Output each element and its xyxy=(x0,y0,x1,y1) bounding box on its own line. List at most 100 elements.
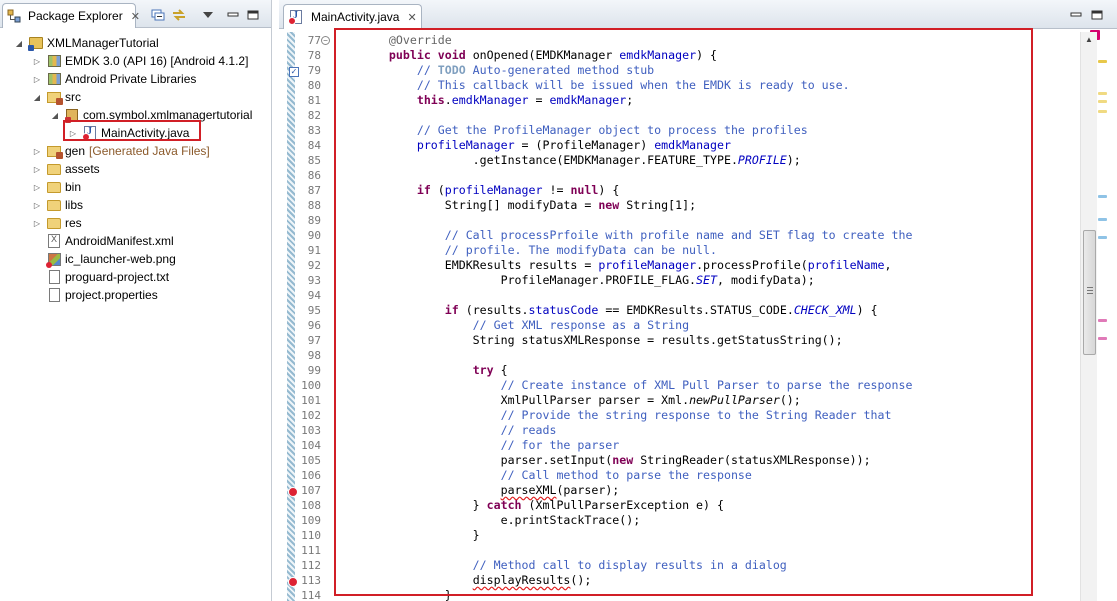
code-line: e.printStackTrace(); xyxy=(361,513,641,527)
expand-arrow-icon[interactable]: ◢ xyxy=(15,38,23,48)
collapse-all-icon[interactable] xyxy=(150,8,166,22)
collapse-arrow-icon[interactable]: ▷ xyxy=(33,146,41,156)
code-line: // This callback will be issued when the… xyxy=(361,78,850,92)
tree-item-label: proguard-project.txt xyxy=(65,270,170,284)
tree-item-res[interactable]: ▷ res xyxy=(32,214,82,232)
java-file-icon xyxy=(288,9,304,25)
collapse-arrow-icon[interactable]: ▷ xyxy=(33,74,41,84)
expand-arrow-icon[interactable]: ◢ xyxy=(33,92,41,102)
overview-error-marker[interactable] xyxy=(1098,319,1107,322)
tab-package-explorer-label: Package Explorer xyxy=(28,9,123,23)
link-with-editor-icon[interactable] xyxy=(171,8,187,22)
library-icon xyxy=(46,53,62,69)
code-line: } xyxy=(361,528,480,542)
source-folder-icon xyxy=(46,89,63,105)
code-line: // Create instance of XML Pull Parser to… xyxy=(361,378,913,392)
java-file-icon xyxy=(82,125,98,141)
line-number: 97 xyxy=(307,334,321,347)
scroll-thumb[interactable] xyxy=(1083,230,1096,355)
line-number: 79 xyxy=(307,64,321,77)
line-number: 81 xyxy=(307,94,321,107)
line-number: 113 xyxy=(301,574,321,587)
code-line: // reads xyxy=(361,423,557,437)
tab-main-activity[interactable]: MainActivity.java ✕ xyxy=(283,4,422,29)
error-marker-icon[interactable] xyxy=(288,577,298,587)
line-number: 114 xyxy=(301,589,321,601)
close-icon[interactable]: ✕ xyxy=(407,11,417,24)
overview-task-marker[interactable] xyxy=(1098,60,1107,63)
maximize-icon[interactable] xyxy=(1091,10,1103,20)
tree-item-label: libs xyxy=(65,198,84,212)
line-number: 108 xyxy=(301,499,321,512)
folder-icon xyxy=(46,161,62,177)
tree-item-gen[interactable]: ▷ gen [Generated Java Files] xyxy=(32,142,210,160)
overview-info-marker[interactable] xyxy=(1098,236,1107,239)
tree-item-manifest[interactable]: AndroidManifest.xml xyxy=(46,232,174,250)
collapse-arrow-icon[interactable]: ▷ xyxy=(33,200,41,210)
expand-arrow-icon[interactable]: ◢ xyxy=(51,110,59,120)
error-marker-icon[interactable] xyxy=(288,487,298,497)
task-marker-icon[interactable]: ✓ xyxy=(289,67,299,77)
text-file-icon xyxy=(46,287,62,303)
line-number: 88 xyxy=(307,199,321,212)
overview-occurrence-marker[interactable] xyxy=(1098,92,1107,95)
line-number: 89 xyxy=(307,214,321,227)
line-number: 96 xyxy=(307,319,321,332)
code-line: profileManager = (ProfileManager) emdkMa… xyxy=(416,138,731,152)
tree-item-private-libraries[interactable]: ▷ Android Private Libraries xyxy=(32,70,196,88)
tree-item-project-properties[interactable]: project.properties xyxy=(46,286,158,304)
line-number: 110 xyxy=(301,529,321,542)
code-line: // Get the ProfileManager object to proc… xyxy=(361,123,808,137)
tree-item-launcher-png[interactable]: ic_launcher-web.png xyxy=(45,250,176,268)
tree-item-label: src xyxy=(65,90,81,104)
overview-occurrence-marker[interactable] xyxy=(1098,110,1107,113)
vertical-scrollbar[interactable]: ▲ xyxy=(1080,32,1097,601)
tree-item-label: project.properties xyxy=(65,288,158,302)
overview-error-marker[interactable] xyxy=(1098,337,1107,340)
collapse-arrow-icon[interactable]: ▷ xyxy=(33,218,41,228)
line-number: 103 xyxy=(301,424,321,437)
line-number: 83 xyxy=(307,124,321,137)
tab-package-explorer[interactable]: Package Explorer ✕ xyxy=(2,3,140,28)
tree-item-libs[interactable]: ▷ libs xyxy=(32,196,83,214)
tree-item-src[interactable]: ◢ src xyxy=(32,88,81,106)
tree-item-emdk-library[interactable]: ▷ EMDK 3.0 (API 16) [Android 4.1.2] xyxy=(32,52,249,70)
tree-item-project[interactable]: ◢ XMLManagerTutorial xyxy=(14,34,159,52)
collapse-arrow-icon[interactable]: ▷ xyxy=(69,128,77,138)
code-line: parser.setInput(new StringReader(statusX… xyxy=(361,453,871,467)
fold-collapse-icon[interactable]: − xyxy=(321,36,330,45)
overview-info-marker[interactable] xyxy=(1098,195,1107,198)
tree-item-assets[interactable]: ▷ assets xyxy=(32,160,100,178)
line-number: 106 xyxy=(301,469,321,482)
line-number: 84 xyxy=(307,139,321,152)
collapse-arrow-icon[interactable]: ▷ xyxy=(33,56,41,66)
overview-occurrence-marker[interactable] xyxy=(1098,100,1107,103)
collapse-arrow-icon[interactable]: ▷ xyxy=(33,182,41,192)
scroll-up-icon[interactable]: ▲ xyxy=(1085,35,1093,44)
tree-item-proguard[interactable]: proguard-project.txt xyxy=(46,268,169,286)
minimize-icon[interactable] xyxy=(225,8,241,22)
line-number: 104 xyxy=(301,439,321,452)
code-line: String[] modifyData = new String[1]; xyxy=(361,198,697,212)
tree-item-main-activity[interactable]: ▷ MainActivity.java xyxy=(68,124,189,142)
collapse-arrow-icon[interactable]: ▷ xyxy=(33,164,41,174)
line-number: 80 xyxy=(307,79,321,92)
line-number: 86 xyxy=(307,169,321,182)
overview-info-marker[interactable] xyxy=(1098,218,1107,221)
editor-gutter: − ✓ xyxy=(279,32,331,601)
view-menu-icon[interactable] xyxy=(200,8,216,22)
line-number: 100 xyxy=(301,379,321,392)
tree-item-bin[interactable]: ▷ bin xyxy=(32,178,81,196)
tree-item-package[interactable]: ◢ com.symbol.xmlmanagertutorial xyxy=(50,106,252,124)
code-line: if (results.statusCode == EMDKResults.ST… xyxy=(444,303,878,317)
maximize-icon[interactable] xyxy=(245,8,261,22)
code-text-area[interactable]: @Override public void onOpened(EMDKManag… xyxy=(361,33,1051,601)
editor-area: MainActivity.java ✕ − ✓ xyxy=(279,0,1117,601)
line-number: 78 xyxy=(307,49,321,62)
line-number: 95 xyxy=(307,304,321,317)
text-file-icon xyxy=(46,269,62,285)
line-number: 87 xyxy=(307,184,321,197)
minimize-icon[interactable] xyxy=(1070,10,1082,20)
line-number: 77 xyxy=(307,34,321,47)
close-icon[interactable]: ✕ xyxy=(130,10,140,23)
